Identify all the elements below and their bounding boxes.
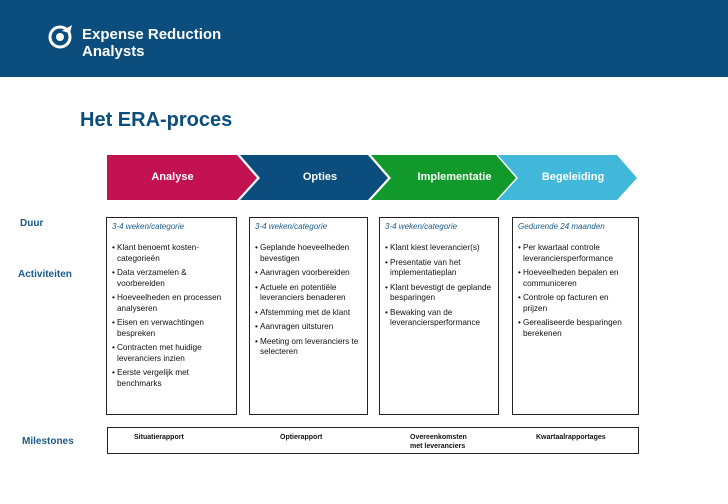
activity-item: Controle op facturen en prijzen — [518, 293, 634, 314]
row-label-activiteiten: Activiteiten — [18, 269, 72, 280]
duration-text: 3-4 weken/categorie — [255, 222, 328, 231]
activity-item: Hoeveelheden en processen analyseren — [112, 293, 232, 314]
activity-item: Actuele en potentiële leveranciers benad… — [255, 283, 363, 304]
activity-item: Geplande hoeveelheden bevestigen — [255, 243, 363, 264]
logo-line-1: Expense Reduction — [82, 26, 222, 43]
phase-label-analyse: Analyse — [151, 171, 194, 183]
column-opties: 3-4 weken/categorie Geplande hoeveelhede… — [249, 217, 368, 415]
phase-label-implementatie: Implementatie — [417, 171, 492, 183]
activity-item: Afstemming met de klant — [255, 308, 363, 319]
activity-item: Aanvragen uitsturen — [255, 322, 363, 333]
milestones-box — [107, 427, 639, 454]
activity-list: Geplande hoeveelheden bevestigen Aanvrag… — [255, 243, 363, 362]
activity-item: Aanvragen voorbereiden — [255, 268, 363, 279]
phase-label-opties: Opties — [302, 171, 338, 183]
milestone-line: met leveranciers — [410, 443, 466, 450]
row-label-milestones: Milestones — [22, 436, 74, 447]
milestone-line: Overeenkomsten — [410, 434, 467, 441]
activity-item: Klant bevestigt de geplande besparingen — [385, 283, 494, 304]
duration-text: Gedurende 24 maanden — [518, 222, 605, 231]
milestone-overeenkomsten: Overeenkomsten met leveranciers — [410, 433, 467, 451]
milestone-kwartaalrapportages: Kwartaalrapportages — [536, 433, 606, 442]
activity-item: Eerste vergelijk met benchmarks — [112, 368, 232, 389]
page-title: Het ERA-proces — [80, 109, 233, 131]
activity-item: Presentatie van het implementatieplan — [385, 258, 494, 279]
phase-arrow-implementatie — [371, 155, 516, 200]
phase-arrow-opties — [240, 155, 388, 200]
phase-arrow-analyse — [107, 155, 257, 200]
activity-item: Gerealiseerde besparingen berekenen — [518, 318, 634, 339]
column-analyse: 3-4 weken/categorie Klant benoemt kosten… — [106, 217, 237, 415]
activity-item: Hoeveelheden bepalen en communiceren — [518, 268, 634, 289]
activity-item: Eisen en verwachtingen bespreken — [112, 318, 232, 339]
milestone-optierapport: Optierapport — [280, 433, 322, 442]
milestone-line: Kwartaalrapportages — [536, 434, 606, 441]
milestone-line: Optierapport — [280, 434, 323, 441]
row-label-duur: Duur — [20, 218, 44, 229]
era-logo-icon — [48, 25, 72, 49]
activity-item: Bewaking van de leveranciersperformance — [385, 308, 494, 329]
header-bar: Expense Reduction Analysts — [0, 0, 728, 77]
activity-item: Contracten met huidige leveranciers inzi… — [112, 343, 232, 364]
phase-arrow-begeleiding — [498, 155, 637, 200]
duration-text: 3-4 weken/categorie — [385, 222, 458, 231]
milestone-situatierapport: Situatierapport — [134, 433, 184, 442]
activity-list: Per kwartaal controle leveranciersperfor… — [518, 243, 634, 343]
activity-item: Per kwartaal controle leveranciersperfor… — [518, 243, 634, 264]
column-implementatie: 3-4 weken/categorie Klant kiest leveranc… — [379, 217, 499, 415]
activity-list: Klant kiest leverancier(s) Presentatie v… — [385, 243, 494, 333]
activity-item: Klant kiest leverancier(s) — [385, 243, 494, 254]
logo-wordmark: Expense Reduction Analysts — [82, 26, 221, 60]
activity-item: Meeting om leveranciers te selecteren — [255, 337, 363, 358]
phase-label-begeleiding: Begeleiding — [541, 171, 605, 183]
logo-line-2: Analysts — [82, 43, 145, 60]
activity-item: Data verzamelen & voorbereiden — [112, 268, 232, 289]
activity-list: Klant benoemt kosten-categorieën Data ve… — [112, 243, 232, 393]
milestone-line: Situatierapport — [134, 434, 184, 441]
duration-text: 3-4 weken/categorie — [112, 222, 185, 231]
column-begeleiding: Gedurende 24 maanden Per kwartaal contro… — [512, 217, 639, 415]
activity-item: Klant benoemt kosten-categorieën — [112, 243, 232, 264]
